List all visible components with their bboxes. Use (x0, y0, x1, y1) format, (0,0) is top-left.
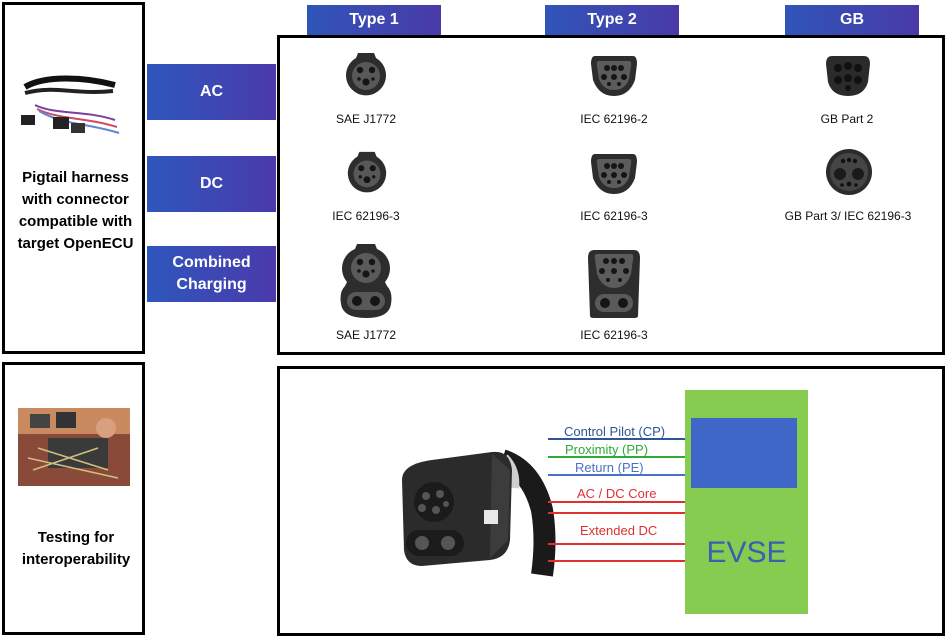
caption-dc-gb: GB Part 3/ IEC 62196-3 (784, 209, 912, 223)
wire-ac-dc-core-2 (548, 512, 685, 514)
sae-j1772-ac-icon (346, 53, 386, 96)
column-header-type-1: Type 1 (307, 5, 441, 35)
wire-extended-dc-2 (548, 560, 685, 562)
row-label-combined: Combined Charging (147, 246, 276, 302)
ccs2-combo-icon (588, 250, 640, 318)
ccs1-combo-icon (340, 244, 392, 318)
label-proximity: Proximity (PP) (565, 442, 649, 457)
wire-proximity (548, 456, 685, 458)
column-header-gb: GB (785, 5, 919, 35)
gb-part-2-icon (826, 56, 870, 96)
wire-return (548, 474, 685, 476)
wire-extended-dc-1 (548, 543, 685, 545)
label-control-pilot: Control Pilot (CP) (564, 424, 666, 439)
caption-ac-type-1: SAE J1772 (335, 112, 397, 126)
ccs-plug-icon (402, 449, 556, 577)
evse-screen (691, 418, 797, 488)
label-return: Return (PE) (575, 460, 644, 475)
testing-photo (18, 408, 130, 486)
caption-dc-type-2: IEC 62196-3 (580, 209, 648, 223)
caption-ac-type-2: IEC 62196-2 (580, 112, 648, 126)
column-header-type-2: Type 2 (545, 5, 679, 35)
testing-description: Testing for interoperability (21, 529, 131, 568)
label-extended-dc: Extended DC (580, 523, 658, 538)
iec-62196-3-dc-type-1-icon (347, 151, 387, 193)
gb-part-3-icon (826, 149, 872, 195)
harness-panel: Pigtail harness with connector compatibl… (2, 2, 145, 354)
evse-label: EVSE (706, 536, 787, 569)
caption-dc-type-1: IEC 62196-3 (332, 209, 400, 223)
wire-ac-dc-core-1 (548, 501, 685, 503)
label-ac-dc-core: AC / DC Core (577, 486, 657, 501)
iec-62196-2-icon (591, 56, 637, 96)
row-label-ac: AC (147, 64, 276, 120)
caption-combined-type-2: IEC 62196-3 (580, 328, 648, 342)
wire-control-pilot (548, 438, 685, 440)
harness-description: Pigtail harness with connector compatibl… (17, 169, 134, 252)
caption-ac-gb: GB Part 2 (820, 112, 874, 126)
iec-62196-3-dc-type-2-icon (591, 154, 637, 194)
caption-combined-type-1: SAE J1772 (335, 328, 397, 342)
row-label-dc: DC (147, 156, 276, 212)
harness-image (15, 65, 135, 145)
testing-panel: Testing for interoperability (2, 362, 145, 635)
